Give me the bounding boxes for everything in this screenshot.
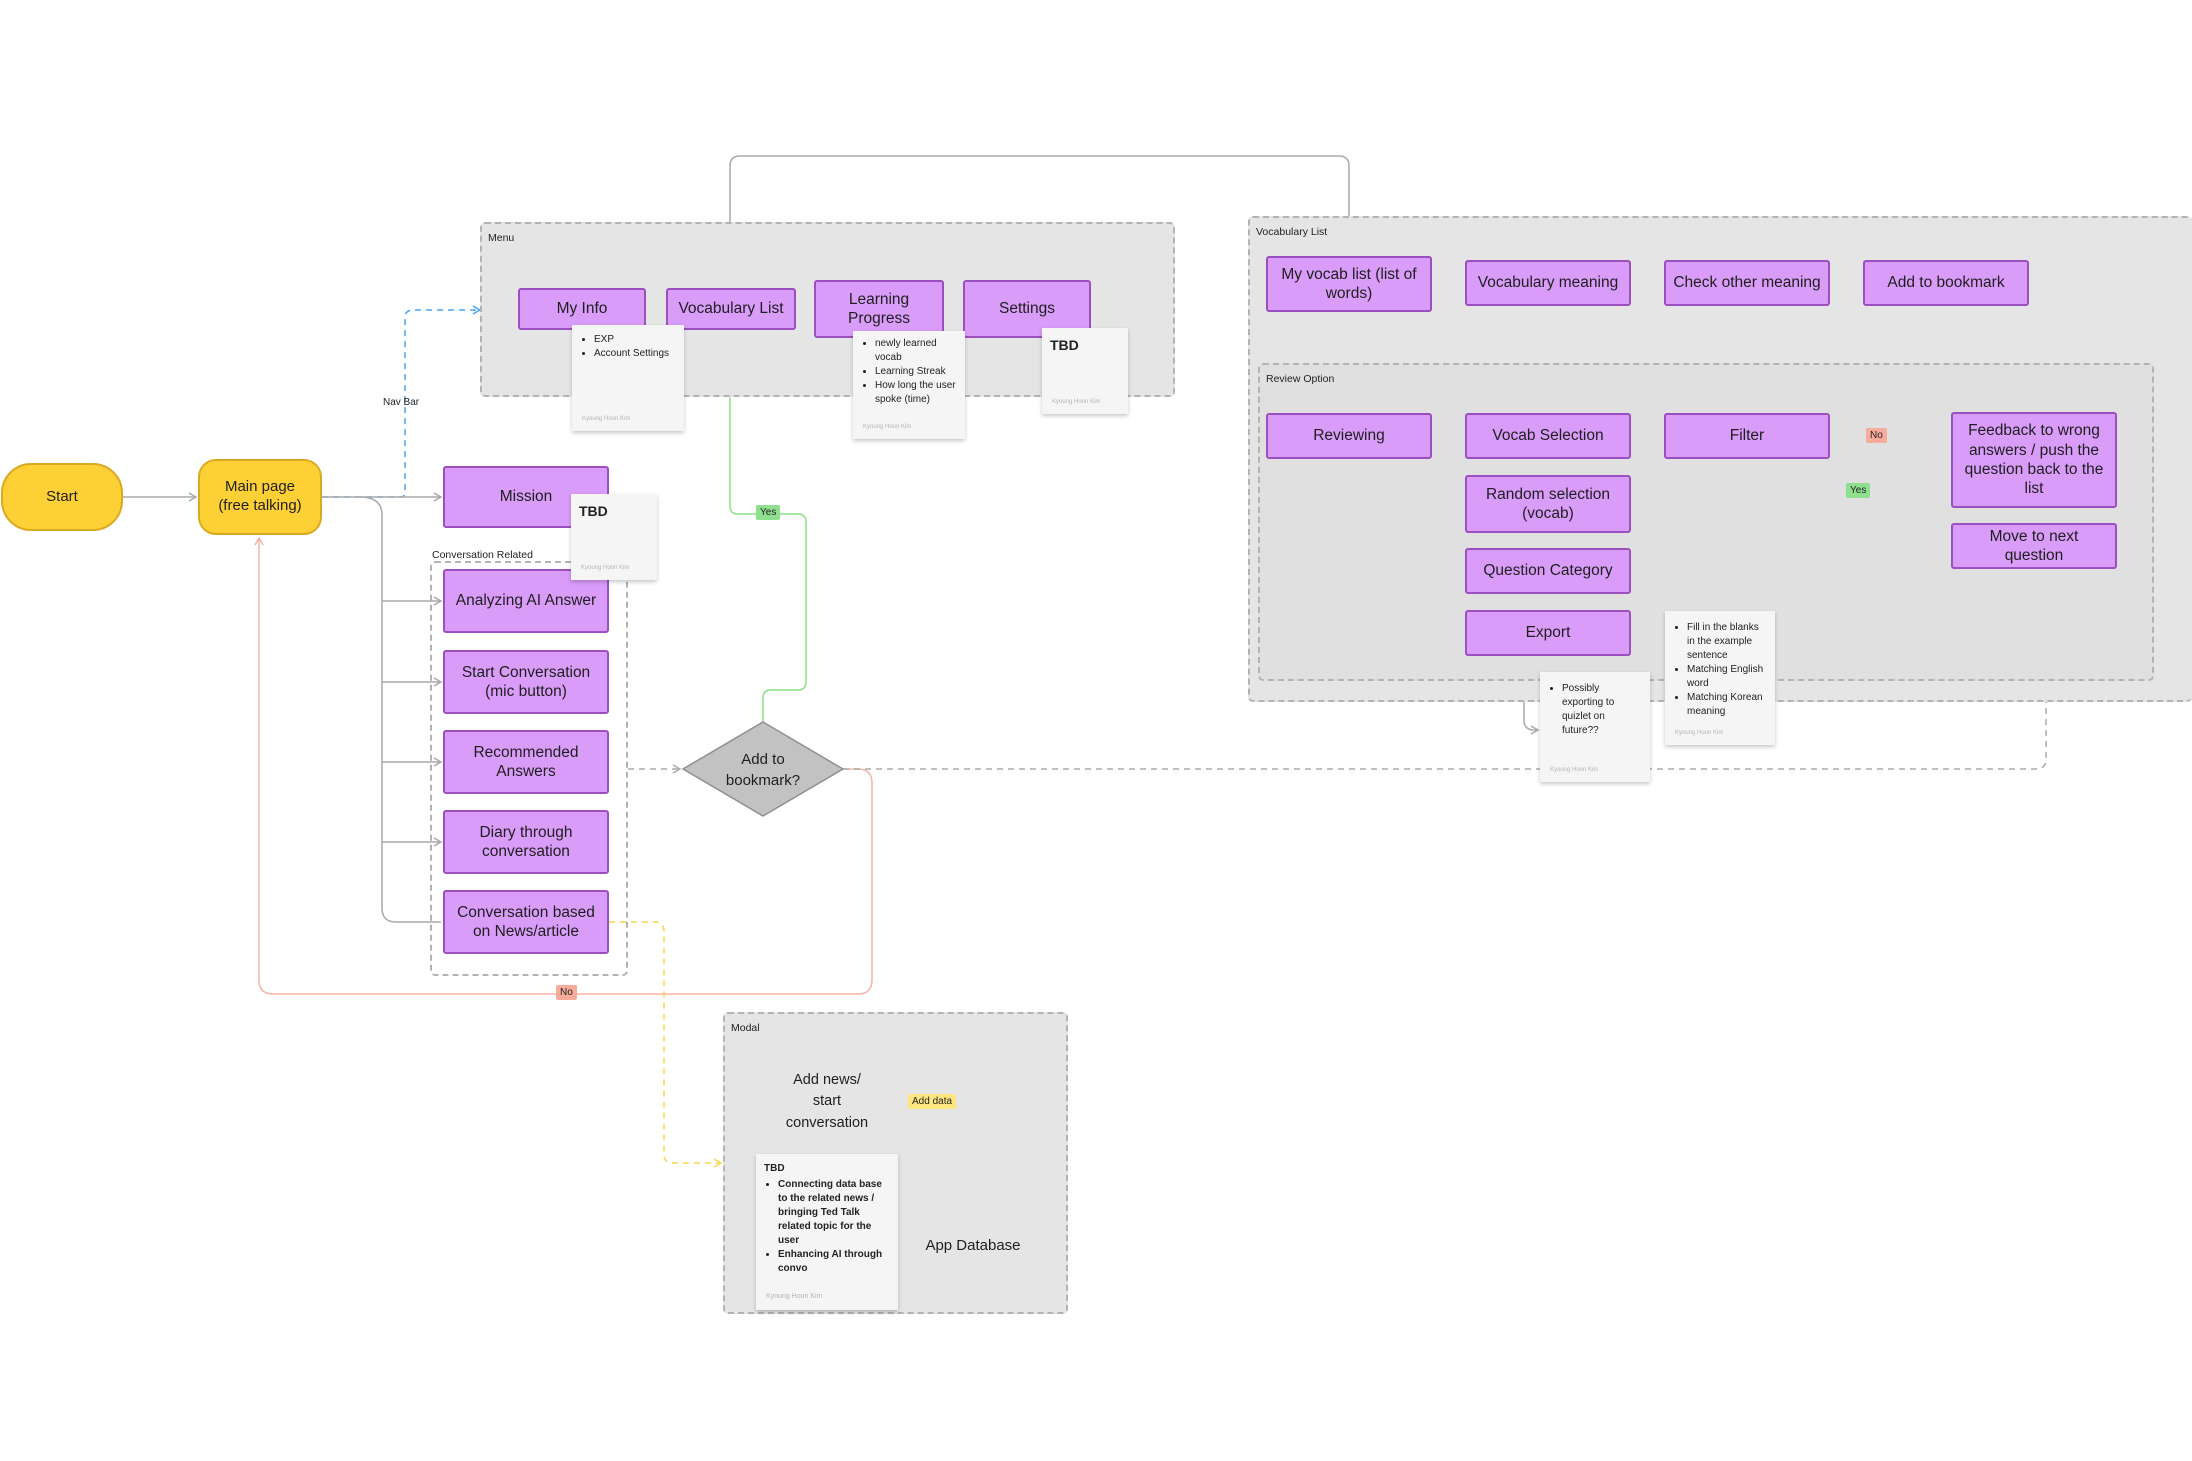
export-note: Possibly exporting to quizlet on future?… [1540,672,1650,782]
add-to-bookmark-decision [681,721,845,817]
section-label: Review Option [1266,373,1335,385]
main-page-node[interactable]: Main page (free talking) [198,459,322,535]
export-box[interactable]: Export [1465,610,1631,656]
edge-decision-no-to-main [254,536,873,995]
note-author: Kyoung Hoon Kim [1675,729,1724,736]
my-vocab-list-box[interactable]: My vocab list (list of words) [1266,256,1432,312]
feedback-box[interactable]: Feedback to wrong answers / push the que… [1951,412,2117,508]
random-selection-box[interactable]: Random selection (vocab) [1465,475,1631,533]
note-item: Possibly exporting to quizlet on future?… [1562,682,1642,738]
note-title: TBD [764,1163,785,1174]
note-item: Enhancing AI through convo [778,1248,890,1276]
move-to-next-question-box[interactable]: Move to next question [1951,523,2117,569]
diary-box[interactable]: Diary through conversation [443,810,609,874]
note-item: Learning Streak [875,365,957,379]
no-tag-filter: No [1866,428,1887,443]
vocabulary-meaning-box[interactable]: Vocabulary meaning [1465,260,1631,306]
filter-box[interactable]: Filter [1664,413,1830,459]
yes-tag-filter: Yes [1846,483,1871,498]
note-list: EXP Account Settings [580,333,676,361]
section-label: Menu [488,232,515,244]
note-author: Kyoung Hoon Kim [1550,766,1599,773]
edge-news-to-modal [609,921,723,1168]
question-category-note: Fill in the blanks in the example senten… [1665,611,1775,745]
note-title: TBD [1050,337,1079,353]
yes-tag-bookmark: Yes [756,505,781,520]
note-list: Fill in the blanks in the example senten… [1673,621,1767,719]
add-data-tag: Add data [908,1094,957,1109]
note-list: newly learned vocab Learning Streak How … [861,337,957,407]
note-item: EXP [594,333,676,347]
edge-main-trunk [359,496,441,923]
section-label: Modal [731,1022,760,1034]
note-item: Fill in the blanks in the example senten… [1687,621,1767,663]
note-item: Account Settings [594,347,676,361]
modal-note: TBD Connecting data base to the related … [756,1154,898,1310]
app-database-label: App Database [925,1236,1021,1254]
mission-note: TBD Kyoung Hoon Kim [571,494,657,580]
conversation-news-box[interactable]: Conversation based on News/article [443,890,609,954]
note-title: TBD [579,503,608,519]
add-to-bookmark-decision-label: Add to bookmark? [725,751,801,789]
reviewing-box[interactable]: Reviewing [1266,413,1432,459]
note-author: Kyoung Hoon Kim [863,423,912,430]
start-node[interactable]: Start [1,463,123,531]
vocab-selection-box[interactable]: Vocab Selection [1465,413,1631,459]
note-author: Kyoung Hoon Kim [766,1293,823,1301]
check-other-meaning-box[interactable]: Check other meaning [1664,260,1830,306]
note-author: Kyoung Hoon Kim [581,564,630,571]
add-news-input-label: Add news/ start conversation [785,1072,869,1131]
note-item: newly learned vocab [875,337,957,365]
note-author: Kyoung Hoon Kim [1052,398,1101,405]
note-item: How long the user spoke (time) [875,379,957,407]
add-to-bookmark-box[interactable]: Add to bookmark [1863,260,2029,306]
section-label: Vocabulary List [1256,226,1328,238]
note-item: Connecting data base to the related news… [778,1178,890,1248]
note-author: Kyoung Hoon Kim [582,415,631,422]
start-conversation-box[interactable]: Start Conversation (mic button) [443,650,609,714]
note-list: Connecting data base to the related news… [764,1178,890,1276]
note-list: Possibly exporting to quizlet on future?… [1548,682,1642,738]
settings-note: TBD Kyoung Hoon Kim [1042,328,1128,414]
no-tag-bookmark: No [556,985,577,1000]
vocabulary-list-box[interactable]: Vocabulary List [666,288,796,330]
edge-decision-yes-to-vocab-list [725,332,807,722]
my-info-box[interactable]: My Info [518,288,646,330]
note-item: Matching English word [1687,663,1767,691]
conversation-related-section: Conversation Related [430,549,628,976]
edge-vocab-list-to-my-vocab [729,155,1354,288]
section-label: Conversation Related [432,549,533,561]
nav-bar-label: Nav Bar [383,397,420,408]
learning-progress-box[interactable]: Learning Progress [814,280,944,338]
recommended-answers-box[interactable]: Recommended Answers [443,730,609,794]
my-info-note: EXP Account Settings Kyoung Hoon Kim [572,325,684,431]
question-category-box[interactable]: Question Category [1465,548,1631,594]
learning-progress-note: newly learned vocab Learning Streak How … [853,331,965,439]
note-item: Matching Korean meaning [1687,691,1767,719]
mission-box[interactable]: Mission [443,466,609,528]
analyzing-ai-answer-box[interactable]: Analyzing AI Answer [443,569,609,633]
